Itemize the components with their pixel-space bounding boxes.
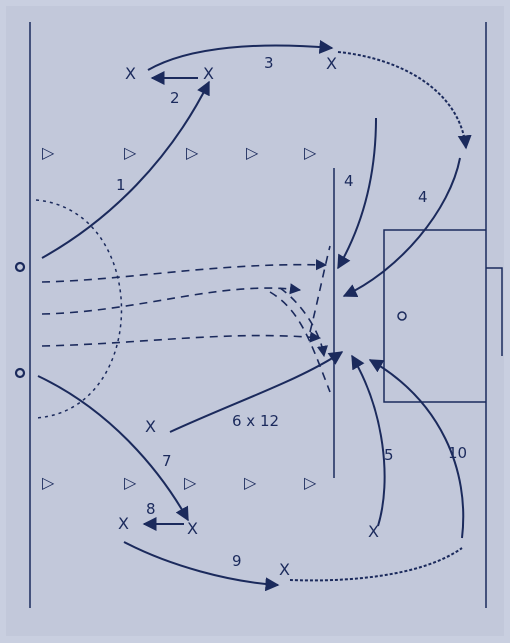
goal-box xyxy=(383,229,486,403)
arrow-9 xyxy=(123,541,280,592)
step-label-1: 1 xyxy=(116,176,126,194)
post-bottom-icon xyxy=(14,367,26,379)
player-marker: X xyxy=(118,514,129,533)
cone-icon: ▷ xyxy=(186,143,199,162)
arrow-5 xyxy=(351,354,386,527)
cone-icon: ▷ xyxy=(124,143,137,162)
step-label-4a: 4 xyxy=(344,172,354,190)
step-label-6x12: 6 x 12 xyxy=(232,412,279,430)
arrow-4-right xyxy=(342,157,461,298)
step-label-5: 5 xyxy=(384,446,394,464)
cone-icon: ▷ xyxy=(42,473,55,492)
player-marker: X xyxy=(187,519,198,538)
player-marker: X xyxy=(145,417,156,436)
diagram-panel xyxy=(6,6,504,636)
cone-icon: ▷ xyxy=(304,143,317,162)
cone-icon: ▷ xyxy=(42,143,55,162)
arrow-10 xyxy=(368,359,465,539)
step-label-8: 8 xyxy=(146,500,156,518)
post-top-icon xyxy=(14,261,26,273)
step-label-3: 3 xyxy=(264,54,274,72)
step-label-2: 2 xyxy=(170,89,180,107)
player-marker: X xyxy=(279,560,290,579)
dashed-lanes xyxy=(41,245,331,393)
cone-icon: ▷ xyxy=(124,473,137,492)
dotted-arc xyxy=(35,199,123,419)
player-marker: X xyxy=(125,64,136,83)
goal-mouth xyxy=(486,267,503,356)
step-label-10: 10 xyxy=(448,444,467,462)
arrow-4-top xyxy=(337,117,377,270)
cone-icon: ▷ xyxy=(246,143,259,162)
arrow-7 xyxy=(37,375,189,522)
arrow-6x12 xyxy=(169,351,344,433)
step-label-9: 9 xyxy=(232,552,242,570)
player-marker: X xyxy=(326,54,337,73)
cone-icon: ▷ xyxy=(304,473,317,492)
step-label-4b: 4 xyxy=(418,188,428,206)
cone-icon: ▷ xyxy=(184,473,197,492)
arrow-1 xyxy=(41,80,210,259)
step-label-7: 7 xyxy=(162,452,172,470)
player-marker: X xyxy=(368,522,379,541)
arrow-3 xyxy=(147,39,334,71)
penalty-spot xyxy=(397,311,407,321)
player-marker: X xyxy=(203,64,214,83)
arrow-3-wavy xyxy=(337,51,472,150)
cone-icon: ▷ xyxy=(244,473,257,492)
